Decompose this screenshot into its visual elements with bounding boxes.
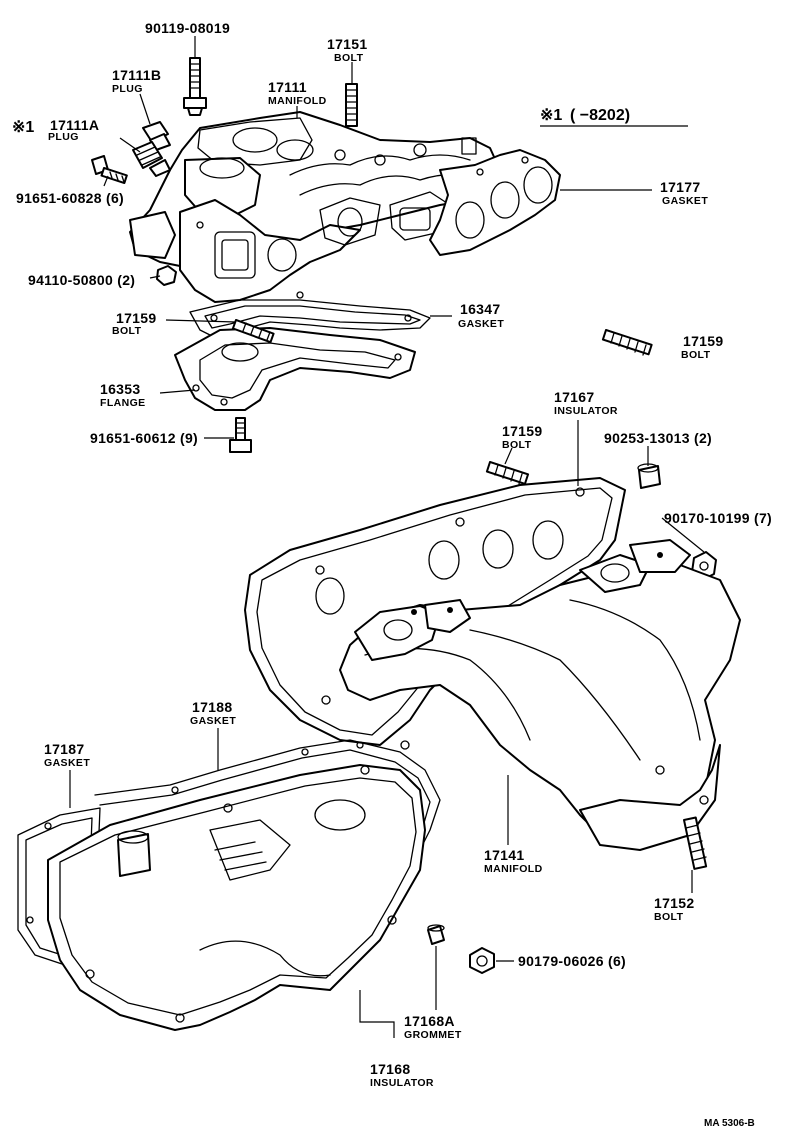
callout-part-name: PLUG: [112, 83, 143, 95]
nut-90179-06026[interactable]: [469, 947, 495, 974]
note-mark: ※1: [540, 107, 562, 124]
stud-17159-center[interactable]: [485, 461, 530, 485]
callout-part-number: 17159: [116, 310, 156, 326]
gasket-17177[interactable]: [429, 149, 561, 256]
callout-part-name: BOLT: [502, 439, 532, 451]
nut-94110-50800[interactable]: [156, 265, 177, 286]
callout-part-name: GASKET: [458, 318, 504, 330]
callout-part-number: 17152: [654, 895, 694, 911]
stud-17152[interactable]: [682, 816, 708, 870]
intake-manifold-17111[interactable]: [129, 111, 501, 303]
callout-part-number: 94110-50800 (2): [28, 272, 135, 288]
gasket-17188[interactable]: [94, 739, 441, 871]
plug-17111a[interactable]: [132, 141, 171, 177]
callout-part-number: 17168A: [404, 1013, 455, 1029]
stud-17159-upper[interactable]: [231, 318, 275, 344]
callout-part-number: 90179-06026 (6): [518, 953, 626, 969]
callout-part-name: FLANGE: [100, 397, 146, 409]
grommet-17168a[interactable]: [427, 924, 445, 945]
callout-part-name: INSULATOR: [370, 1077, 434, 1089]
callout-part-number: 17151: [327, 36, 367, 52]
leader-lines: [69, 36, 705, 1038]
callout-part-name: INSULATOR: [554, 405, 618, 417]
callout-part-name: PLUG: [48, 131, 79, 143]
callout-part-name: GASKET: [190, 715, 236, 727]
bolt-91651-60828[interactable]: [91, 155, 128, 185]
callout-part-number: 17159: [683, 333, 723, 349]
callout-part-name: MANIFOLD: [268, 95, 327, 107]
callout-part-number: 17188: [192, 699, 232, 715]
callout-part-number: 17111A: [50, 117, 99, 133]
callout-part-number: 17111: [268, 79, 307, 95]
callout-part-number: 90119-08019: [145, 20, 230, 36]
stud-17159-right[interactable]: [601, 329, 653, 356]
callout-part-number: 90253-13013 (2): [604, 430, 712, 446]
callout-part-name: BOLT: [681, 349, 711, 361]
bolt-90119-08019[interactable]: [183, 57, 207, 116]
callout-part-name: GASKET: [662, 195, 708, 207]
bolt-17151[interactable]: [345, 83, 358, 127]
callout-part-name: MANIFOLD: [484, 863, 543, 875]
bolt-91651-60612[interactable]: [229, 417, 252, 453]
callout-part-number: 17159: [502, 423, 542, 439]
callout-part-number: 17177: [660, 179, 700, 195]
callout-part-name: BOLT: [654, 911, 684, 923]
callout-part-number: 17141: [484, 847, 524, 863]
callout-mark: ※1: [12, 119, 34, 136]
callout-part-number: 17187: [44, 741, 84, 757]
callout-part-number: 16353: [100, 381, 140, 397]
sleeve-90253-13013[interactable]: [637, 463, 661, 489]
callout-part-number: 90170-10199 (7): [664, 510, 772, 526]
callout-part-number: 91651-60612 (9): [90, 430, 198, 446]
callout-part-name: GASKET: [44, 757, 90, 769]
callout-part-name: GROMMET: [404, 1029, 462, 1041]
flange-16353[interactable]: [174, 327, 416, 411]
callout-part-number: 17168: [370, 1061, 410, 1077]
callout-part-number: 17167: [554, 389, 594, 405]
callout-part-number: 91651-60828 (6): [16, 190, 124, 206]
callout-part-name: BOLT: [112, 325, 142, 337]
callout-part-name: BOLT: [334, 52, 364, 64]
note-text: ( −8202): [570, 107, 630, 124]
insulator-17168[interactable]: [47, 764, 426, 1031]
callout-part-number: 17111B: [112, 67, 161, 83]
callout-part-number: 16347: [460, 301, 500, 317]
drawing-code: MA 5306-B: [704, 1118, 755, 1129]
